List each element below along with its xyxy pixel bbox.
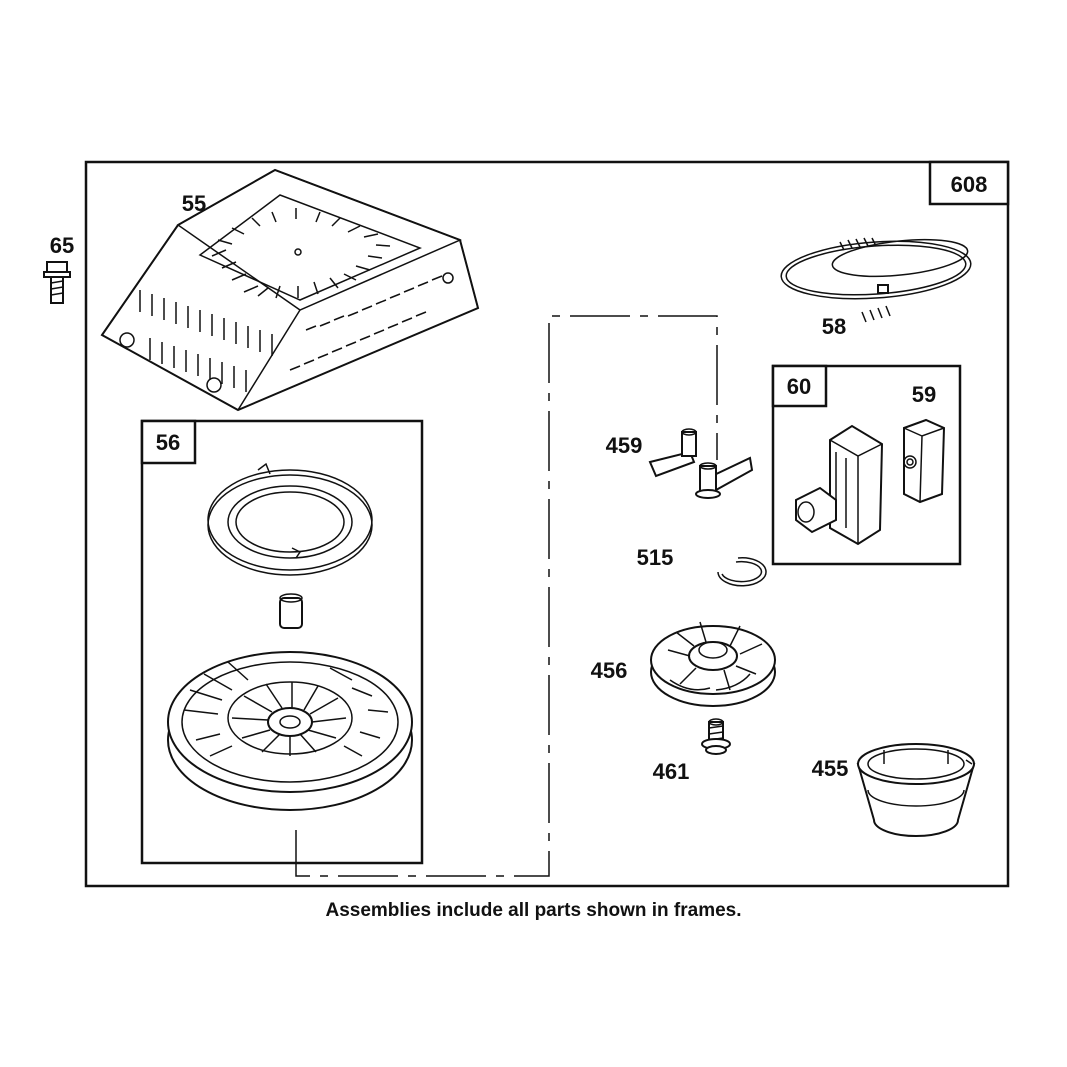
- label-55: 55: [182, 191, 206, 216]
- label-58: 58: [822, 314, 846, 339]
- bolt-65: [43, 261, 71, 304]
- label-box-56: [140, 419, 197, 465]
- assembly-frame-56: [140, 419, 424, 865]
- label-box-60: [771, 364, 828, 408]
- assembly-frame-60: [771, 364, 962, 566]
- assembly-frame-608: [84, 160, 1010, 888]
- label-455: 455: [812, 756, 849, 781]
- label-60: 60: [787, 374, 811, 399]
- recoil-spring: [207, 462, 373, 576]
- label-608: 608: [951, 172, 988, 197]
- screw-461: [701, 718, 731, 755]
- label-459: 459: [606, 433, 643, 458]
- label-515: 515: [637, 545, 674, 570]
- label-65: 65: [50, 233, 74, 258]
- label-56: 56: [156, 430, 180, 455]
- pulley-pin: [279, 593, 303, 629]
- starter-handle-60: [795, 424, 884, 546]
- starter-pulley: [167, 651, 413, 811]
- label-456: 456: [591, 658, 628, 683]
- starter-cup-455: [856, 743, 976, 837]
- retaining-clip-515: [717, 557, 767, 587]
- caption: Assemblies include all parts shown in fr…: [325, 900, 742, 921]
- ratchet-456: [650, 621, 776, 707]
- label-box-608: [928, 160, 1010, 206]
- pawl-459: [648, 428, 754, 499]
- starter-rope-58: [780, 237, 972, 323]
- label-461: 461: [653, 759, 690, 784]
- blower-housing-55: [100, 168, 480, 412]
- label-59: 59: [912, 382, 936, 407]
- leader-line: [295, 315, 718, 877]
- handle-insert-59: [903, 418, 946, 504]
